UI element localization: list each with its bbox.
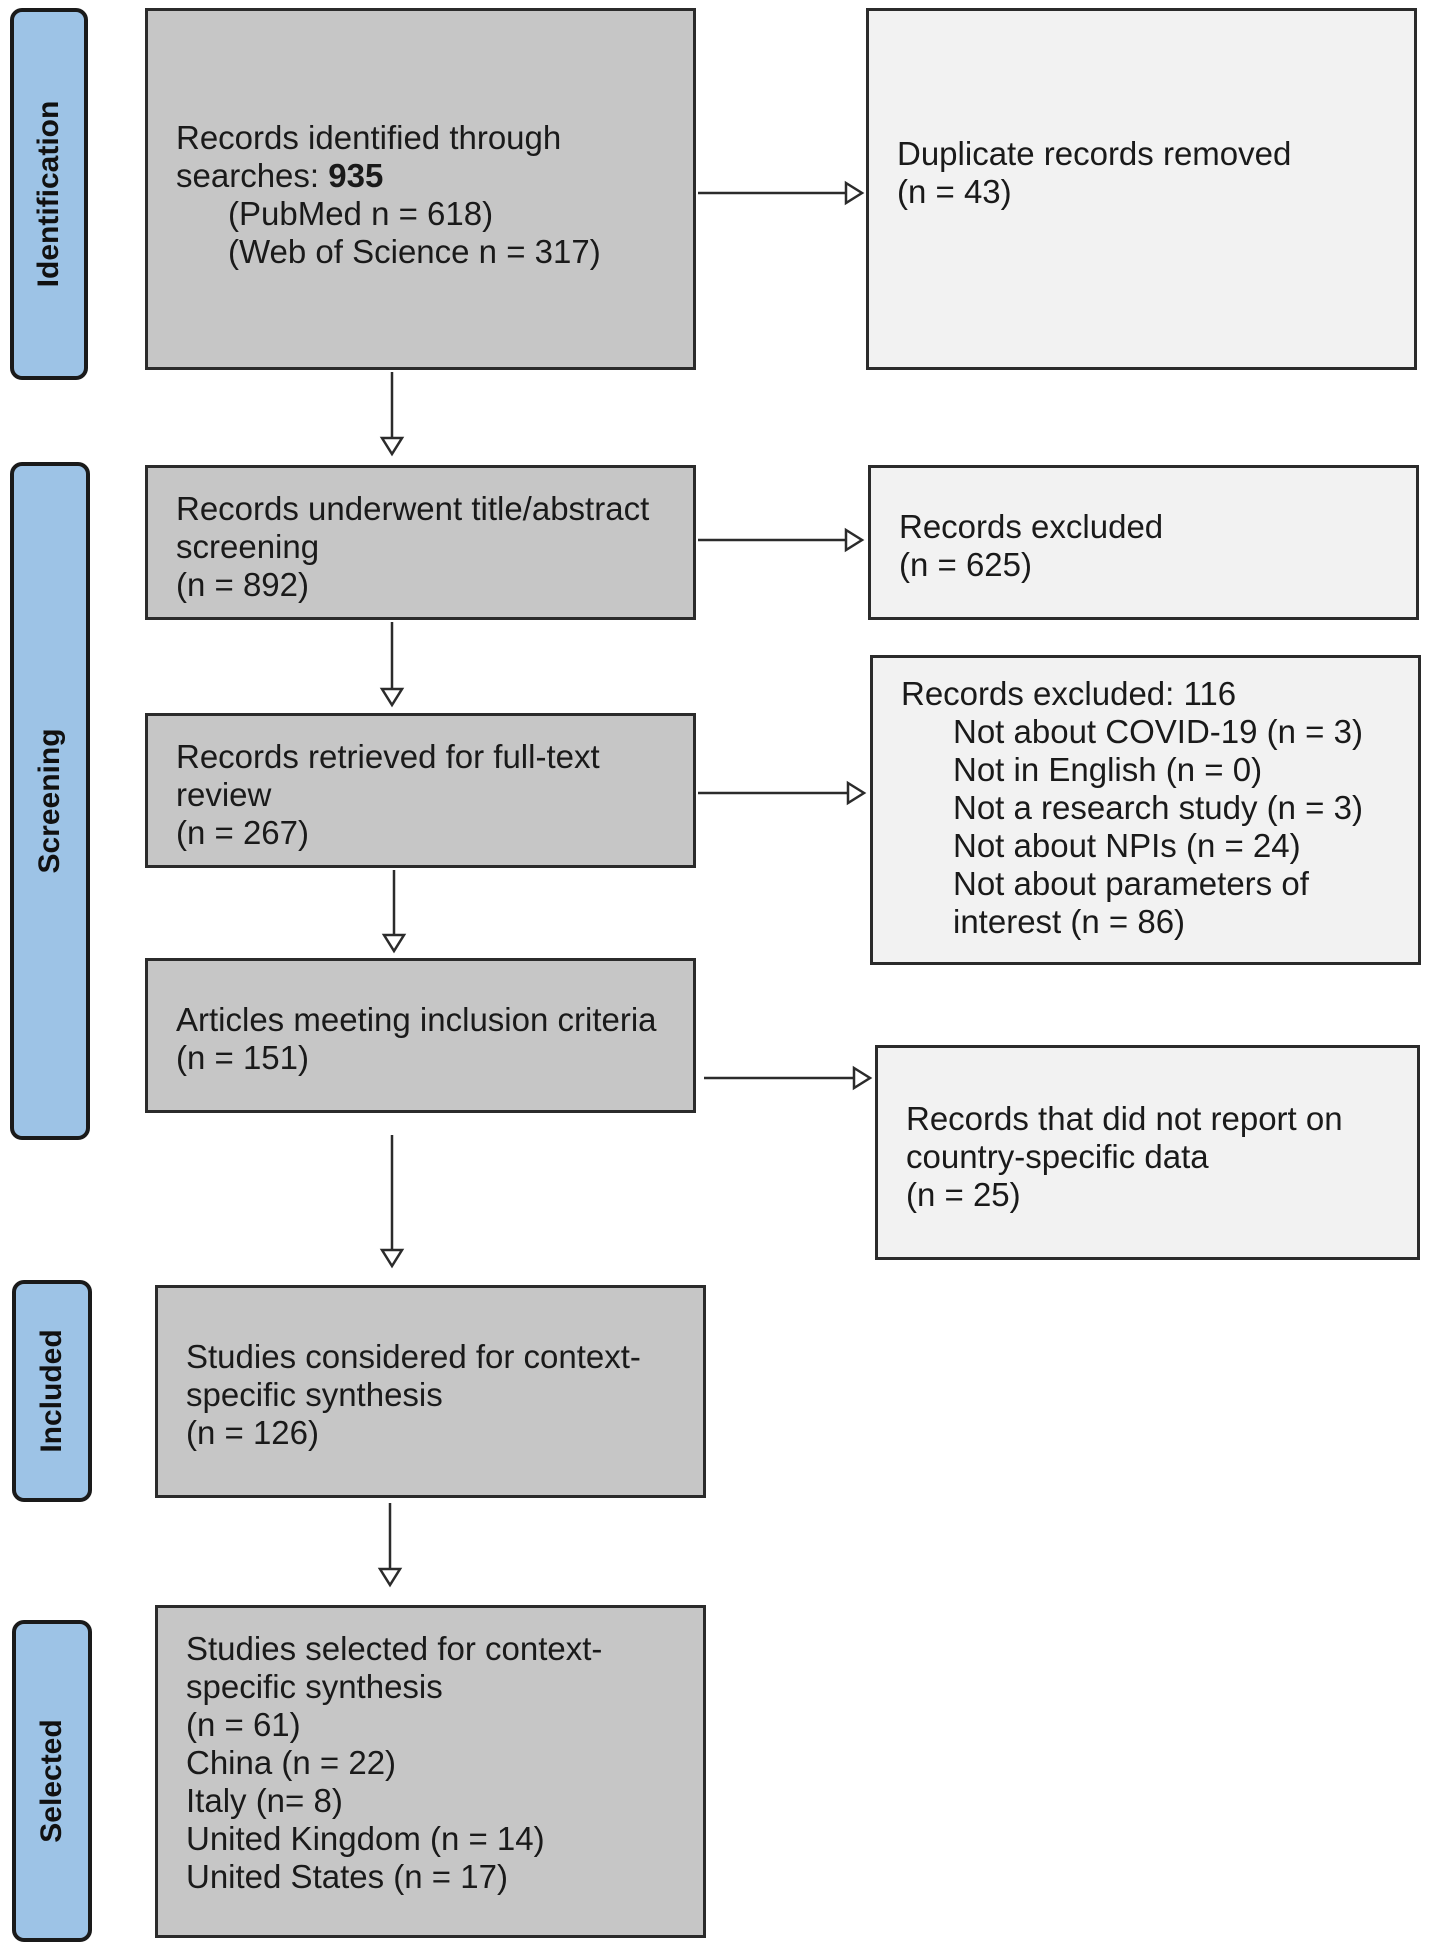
- exclusion-reason-covid: Not about COVID-19 (n = 3): [953, 713, 1363, 750]
- records-excluded-116-box: Records excluded: 116 Not about COVID-19…: [870, 655, 1421, 965]
- selected-country-us: United States (n = 17): [186, 1858, 508, 1895]
- selected-country-china: China (n = 22): [186, 1744, 397, 1781]
- no-country-count: (n = 25): [906, 1176, 1021, 1213]
- records-identified-box: Records identified through searches: 935…: [145, 8, 696, 370]
- considered-line1: Studies considered for context-: [186, 1338, 641, 1375]
- considered-line2: specific synthesis: [186, 1376, 443, 1413]
- selected-country-italy: Italy (n= 8): [186, 1782, 343, 1819]
- stage-label-selected: Selected: [12, 1620, 92, 1942]
- arrowhead-excluded-625: [844, 527, 865, 553]
- no-country-data-box: Records that did not report on country-s…: [875, 1045, 1420, 1260]
- arrowhead-excluded-116: [846, 780, 867, 806]
- stage-label-identification: Identification: [10, 8, 88, 380]
- excluded-625-line1: Records excluded: [899, 508, 1164, 545]
- arrowhead-down-2: [379, 687, 405, 708]
- stage-label-screening: Screening: [10, 462, 90, 1140]
- no-country-line2: country-specific data: [906, 1138, 1209, 1175]
- title-abstract-line1: Records underwent title/abstract: [176, 490, 650, 527]
- records-identified-prefix: searches:: [176, 157, 329, 194]
- selected-country-uk: United Kingdom (n = 14): [186, 1820, 545, 1857]
- exclusion-reason-parameters: Not about parameters of: [953, 865, 1309, 902]
- selected-line2: specific synthesis: [186, 1668, 443, 1705]
- arrowhead-down-4: [379, 1248, 405, 1269]
- exclusion-reason-npis: Not about NPIs (n = 24): [953, 827, 1301, 864]
- title-abstract-box: Records underwent title/abstract screeni…: [145, 465, 696, 620]
- arrowhead-down-5: [377, 1567, 403, 1588]
- inclusion-count: (n = 151): [176, 1039, 309, 1076]
- no-country-line1: Records that did not report on: [906, 1100, 1343, 1137]
- records-identified-pubmed: (PubMed n = 618): [228, 195, 494, 232]
- records-identified-wos: (Web of Science n = 317): [228, 233, 601, 270]
- excluded-116-line1: Records excluded: 116: [901, 675, 1237, 712]
- duplicates-count: (n = 43): [897, 173, 1012, 210]
- arrowhead-no-country-data: [852, 1065, 873, 1091]
- records-identified-line2: searches: 935: [176, 157, 693, 195]
- arrowhead-duplicates: [844, 180, 865, 206]
- selected-line1: Studies selected for context-: [186, 1630, 603, 1667]
- full-text-box: Records retrieved for full-text review (…: [145, 713, 696, 868]
- exclusion-reason-research: Not a research study (n = 3): [953, 789, 1363, 826]
- studies-considered-box: Studies considered for context- specific…: [155, 1285, 706, 1498]
- selected-count: (n = 61): [186, 1706, 301, 1743]
- exclusion-reason-parameters-cont: interest (n = 86): [953, 903, 1186, 940]
- considered-count: (n = 126): [186, 1414, 319, 1451]
- title-abstract-line2: screening: [176, 528, 320, 565]
- full-text-line1: Records retrieved for full-text: [176, 738, 600, 775]
- arrowhead-down-3: [381, 933, 407, 954]
- records-identified-total: 935: [328, 157, 384, 194]
- duplicates-removed-box: Duplicate records removed (n = 43): [866, 8, 1417, 370]
- records-identified-line1: Records identified through: [176, 119, 562, 156]
- full-text-line2: review: [176, 776, 272, 813]
- title-abstract-count: (n = 892): [176, 566, 309, 603]
- arrowhead-down-1: [379, 436, 405, 457]
- full-text-count: (n = 267): [176, 814, 309, 851]
- inclusion-line1: Articles meeting inclusion criteria: [176, 1001, 657, 1038]
- excluded-625-count: (n = 625): [899, 546, 1032, 583]
- duplicates-line1: Duplicate records removed: [897, 135, 1292, 172]
- inclusion-criteria-box: Articles meeting inclusion criteria (n =…: [145, 958, 696, 1113]
- records-excluded-625-box: Records excluded (n = 625): [868, 465, 1419, 620]
- studies-selected-box: Studies selected for context- specific s…: [155, 1605, 706, 1938]
- stage-label-included: Included: [12, 1280, 92, 1502]
- exclusion-reason-english: Not in English (n = 0): [953, 751, 1263, 788]
